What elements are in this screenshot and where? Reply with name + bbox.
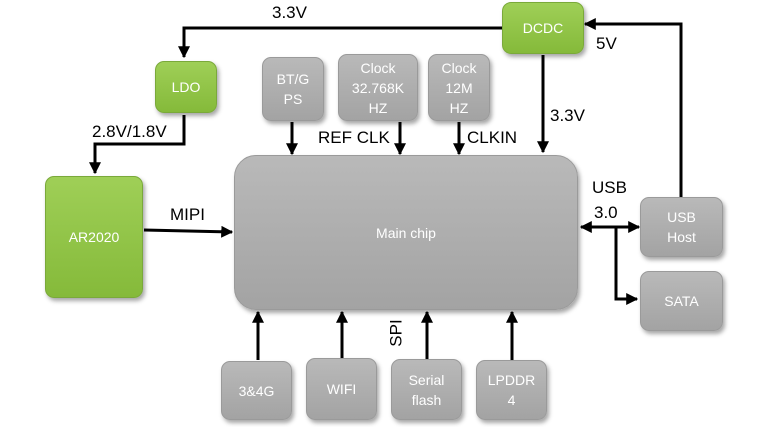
label-ref-clk: REF CLK: [318, 128, 390, 147]
usbhost-to-dcdc-line: [583, 18, 683, 197]
wifi-block: WIFI: [306, 358, 377, 420]
bt-gps-block: BT/G PS: [262, 57, 324, 121]
label-3v3-top: 3.3V: [272, 3, 307, 22]
ar2020-block: AR2020: [45, 176, 143, 298]
lpddr4-block: LPDDR 4: [476, 360, 547, 420]
label-2v8-1v8: 2.8V/1.8V: [92, 122, 167, 141]
label-usb30: 3.0: [594, 203, 618, 222]
sata-block: SATA: [640, 271, 723, 331]
label-mipi: MIPI: [170, 205, 205, 224]
dcdc-block: DCDC: [502, 2, 584, 54]
usb-host-block: USB Host: [640, 197, 723, 257]
mipi-line: [143, 225, 234, 238]
dcdc-to-ldo-line: [178, 26, 502, 59]
clock-32k-block: Clock 32.768K HZ: [338, 54, 418, 121]
label-spi: SPI: [386, 319, 406, 347]
ldo-to-ar2020-line: [89, 115, 186, 175]
3-4g-block: 3&4G: [221, 361, 292, 420]
clock-12m-block: Clock 12M HZ: [428, 54, 490, 121]
label-5v: 5V: [596, 34, 617, 53]
ldo-block: LDO: [155, 61, 217, 113]
label-usb: USB: [592, 178, 627, 197]
label-3v3-right: 3.3V: [550, 106, 585, 125]
label-clkin: CLKIN: [467, 128, 518, 147]
sata-line: [614, 227, 639, 305]
main-chip-block: Main chip: [234, 155, 578, 310]
serial-flash-block: Serial flash: [391, 359, 462, 420]
